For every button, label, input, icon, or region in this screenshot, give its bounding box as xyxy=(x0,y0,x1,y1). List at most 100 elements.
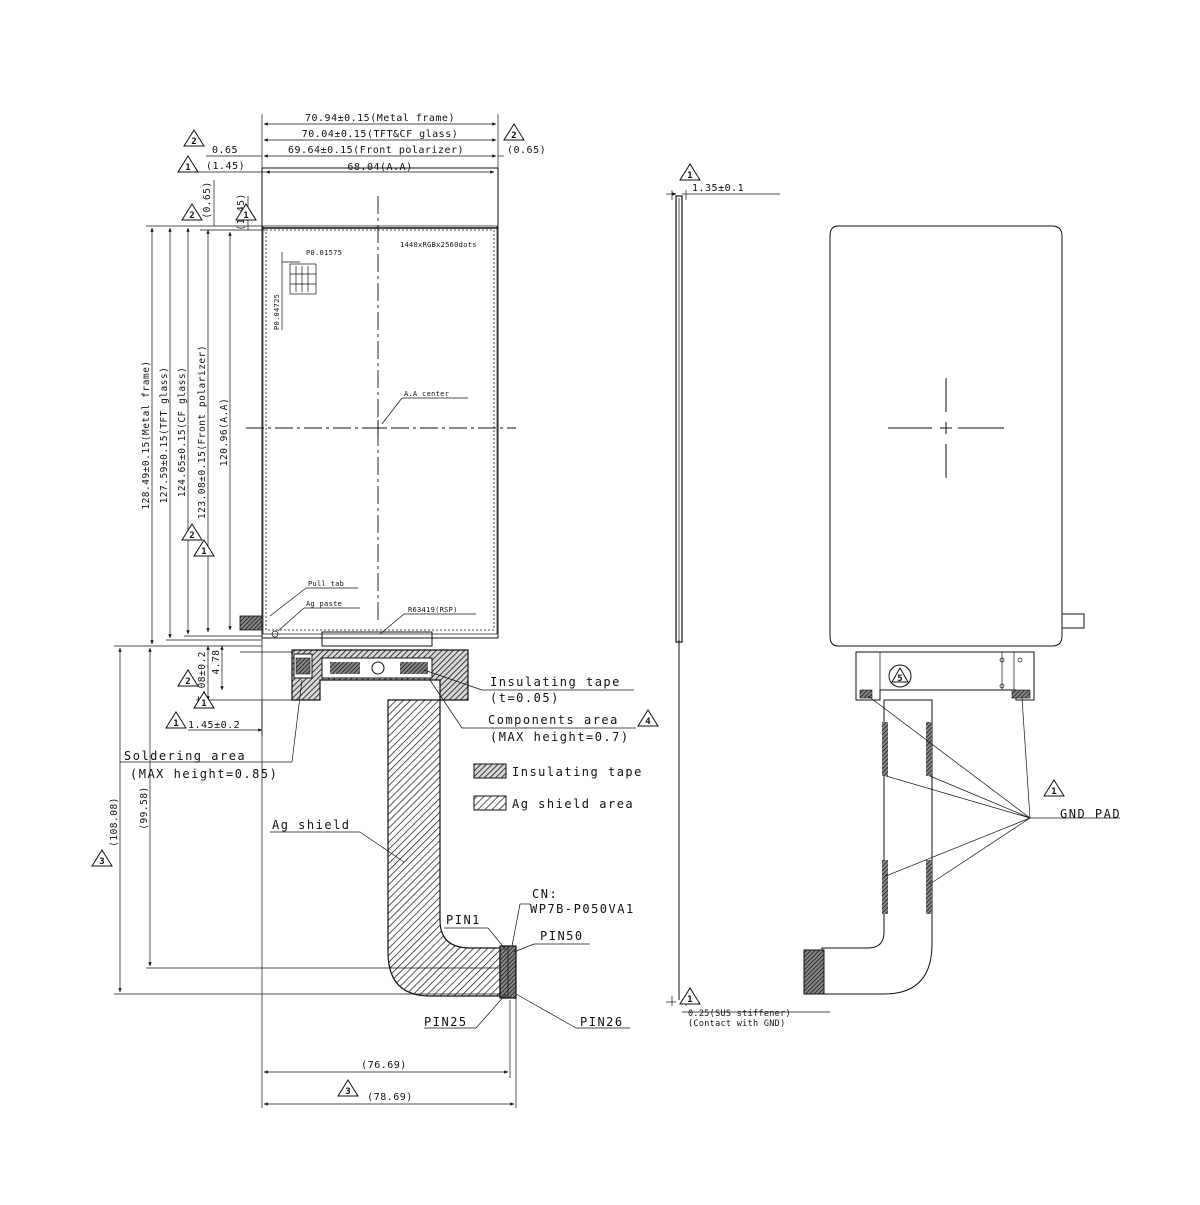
fpc-dimensions: 5.08±0.2 4.78 1.45±0.2 xyxy=(188,645,292,736)
front-polarizer-outline xyxy=(261,167,499,639)
side-tab xyxy=(1061,613,1085,629)
back-connector xyxy=(803,949,825,995)
insulating-tape-thickness: (t=0.05) xyxy=(490,691,560,705)
tft-glass-outline xyxy=(262,225,498,635)
svg-text:5: 5 xyxy=(897,674,902,684)
dim-065-left: 0.65 xyxy=(212,145,238,156)
back-gnd-pad-2 xyxy=(1011,689,1031,699)
dim-tft-cf-width: 70.04±0.15(TFT&CF glass) xyxy=(302,129,459,140)
overall-length-dimensions: (108.08) (99.58) xyxy=(109,645,500,995)
svg-text:2: 2 xyxy=(511,131,516,141)
pin50-label: PIN50 xyxy=(540,929,584,943)
svg-text:2: 2 xyxy=(189,531,194,541)
insulating-tape-callout: Insulating tape xyxy=(490,675,621,689)
svg-text:1: 1 xyxy=(687,995,692,1005)
legend-insulating-label: Insulating tape xyxy=(512,765,643,779)
back-fpc-block xyxy=(855,651,1035,701)
gnd-strip-2 xyxy=(926,722,932,776)
rev-mark-1-fpc: 1 xyxy=(193,691,215,709)
gnd-strip-1 xyxy=(882,722,888,776)
dim-478: 4.78 xyxy=(211,650,222,675)
rev-mark-2-top-left: 2 xyxy=(183,129,205,147)
components-area-max-height: (MAX height=0.7) xyxy=(490,730,630,744)
panel-bottom-features: Pull tab Ag paste R63419(RSP) xyxy=(239,580,476,647)
legend-ag-shield-swatch xyxy=(473,795,507,811)
dim-front-polarizer-width: 69.64±0.15(Front polarizer) xyxy=(288,145,464,156)
ag-paste-dot xyxy=(271,630,279,638)
dim-508: 5.08±0.2 xyxy=(197,651,208,701)
svg-text:1: 1 xyxy=(201,547,206,557)
back-panel-body xyxy=(829,225,1063,647)
aa-center-label: A.A center xyxy=(404,390,449,398)
top-dimensions: 70.94±0.15(Metal frame) 70.04±0.15(TFT&C… xyxy=(196,113,546,174)
ag-shield-fpc xyxy=(387,699,501,997)
revision-marks: 2 1 2 2 1 2 1 2 xyxy=(91,123,1065,1097)
svg-text:2: 2 xyxy=(189,211,194,221)
connector-callouts: CN: WP7B-P050VA1 PIN1 PIN50 PIN25 PIN26 xyxy=(424,887,633,1029)
rev-mark-2-fpc: 2 xyxy=(177,669,199,687)
rev-mark-1-top-left: 1 xyxy=(177,155,199,173)
dim-thickness: 1.35±0.1 xyxy=(692,183,744,194)
gnd-strip-4 xyxy=(926,860,932,914)
dim-065-right: (0.65) xyxy=(507,145,546,156)
dim-7869: (78.69) xyxy=(367,1092,413,1103)
overall-width-dimensions: (76.69) (78.69) xyxy=(261,636,517,1108)
pull-tab-label: Pull tab xyxy=(308,580,344,588)
rev-mark-1-mid: 1 xyxy=(193,539,215,557)
dim-tft-height: 127.59±0.15(TFT glass) xyxy=(159,367,170,504)
legend-insulating-swatch xyxy=(473,763,507,779)
contact-gnd-label: (Contact with GND) xyxy=(688,1019,786,1029)
cn-label: CN: xyxy=(532,887,558,901)
svg-text:1: 1 xyxy=(185,163,190,173)
pin26-label: PIN26 xyxy=(580,1015,624,1029)
rev-mark-1-bottom: 1 xyxy=(165,711,187,729)
rev-mark-2-mid: 2 xyxy=(181,523,203,541)
ag-paste-label: Ag paste xyxy=(306,600,342,608)
svg-text:3: 3 xyxy=(345,1087,350,1097)
rev-mark-2-top-right: 2 xyxy=(503,123,525,141)
dim-aa-height: 120.96(A.A) xyxy=(219,398,230,466)
pull-tab xyxy=(239,615,263,631)
rev-mark-1-vert: 1 xyxy=(235,203,257,221)
soldering-area-callout: Soldering area xyxy=(124,749,246,763)
back-fpc-body xyxy=(821,699,933,995)
gnd-pad-leaders: GND PAD xyxy=(867,695,1120,885)
left-dimensions: 128.49±0.15(Metal frame) 127.59±0.15(TFT… xyxy=(141,180,266,647)
legend: Insulating tape Ag shield area xyxy=(473,763,643,811)
dim-cf-height: 124.65±0.15(CF glass) xyxy=(177,367,188,498)
side-view: 1.35±0.1 0.25(SUS stiffener) (Contact wi… xyxy=(666,183,830,1029)
pixel-pitch-horizontal: P0.01575 xyxy=(306,249,342,257)
fpc-top-block xyxy=(291,649,469,701)
svg-text:1: 1 xyxy=(201,699,206,709)
rev-mark-1-gnd: 1 xyxy=(1043,779,1065,797)
legend-ag-shield-label: Ag shield area xyxy=(512,797,634,811)
gnd-strip-3 xyxy=(882,860,888,914)
rev-mark-3-length: 3 xyxy=(91,849,113,867)
svg-text:1: 1 xyxy=(1051,787,1056,797)
driver-ic xyxy=(321,631,433,647)
active-area-outline xyxy=(265,229,495,631)
sus-stiffener-label: 0.25(SUS stiffener) xyxy=(688,1009,791,1019)
components-area-callout: Components area xyxy=(488,713,619,727)
rev-mark-5-back: 5 xyxy=(888,664,912,688)
svg-text:1: 1 xyxy=(173,719,178,729)
dim-7669: (76.69) xyxy=(361,1060,407,1071)
dim-10808: (108.08) xyxy=(109,797,120,847)
fpc-callouts: Insulating tape (t=0.05) Components area… xyxy=(120,669,636,781)
dim-metal-frame-height: 128.49±0.15(Metal frame) xyxy=(141,360,152,509)
svg-text:2: 2 xyxy=(185,677,190,687)
dim-front-polarizer-height: 123.08±0.15(Front polarizer) xyxy=(197,345,208,519)
svg-text:1: 1 xyxy=(243,211,248,221)
resolution-text: 1440xRGBx2560dots xyxy=(400,241,477,249)
dim-065-vertical: (0.65) xyxy=(202,181,213,218)
dim-145-left: (1.45) xyxy=(206,161,245,172)
pixel-detail: P0.01575 P0.04725 1440xRGBx2560dots xyxy=(273,241,477,330)
svg-text:3: 3 xyxy=(99,857,104,867)
dim-metal-frame-width: 70.94±0.15(Metal frame) xyxy=(305,113,455,124)
svg-text:1: 1 xyxy=(687,171,692,181)
back-gnd-pad-1 xyxy=(859,689,873,699)
rev-mark-2-vert: 2 xyxy=(181,203,203,221)
rev-mark-3-width: 3 xyxy=(337,1079,359,1097)
